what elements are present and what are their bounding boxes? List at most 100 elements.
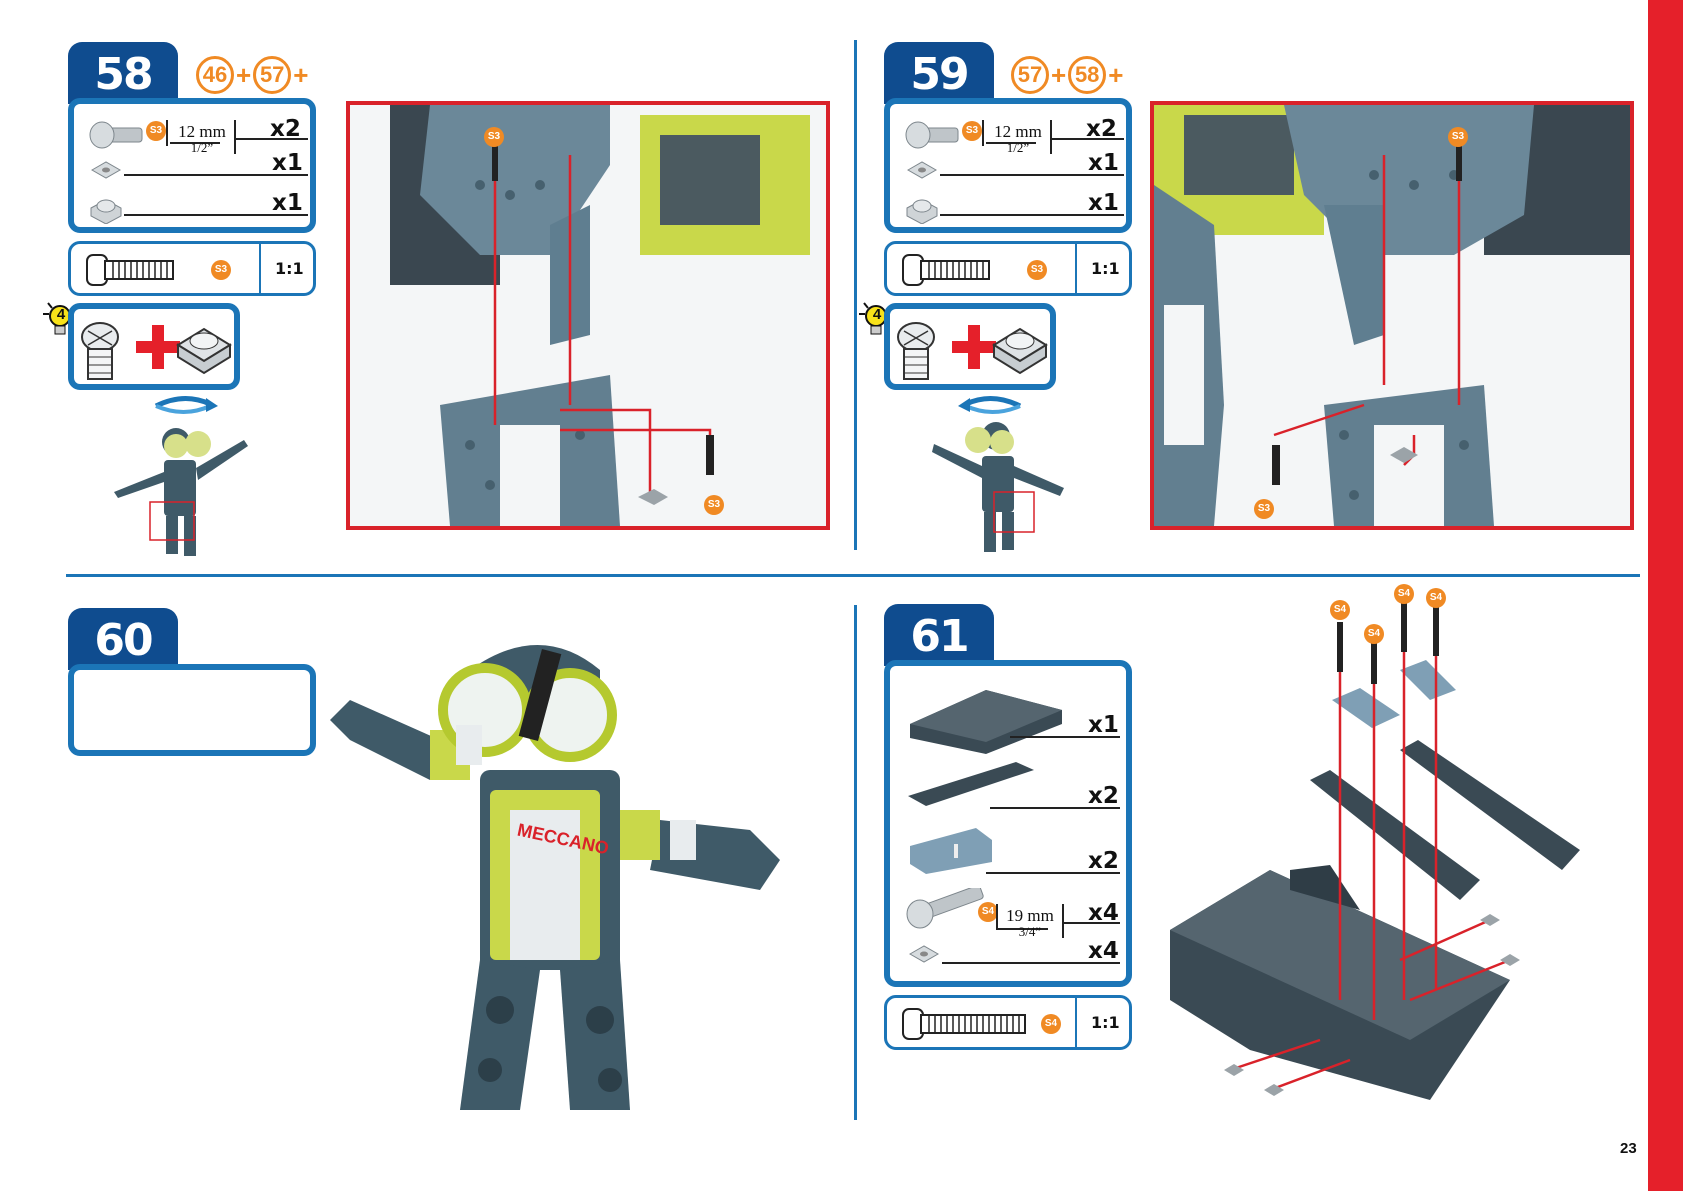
quantity: x2 (1088, 848, 1119, 874)
base-plate-icon (906, 684, 1066, 756)
robot-thumbnail-icon (928, 414, 1076, 564)
quantity: x2 (270, 116, 301, 142)
tick (234, 120, 236, 154)
tick (996, 904, 998, 930)
step-number-58: 58 (68, 42, 178, 104)
plus-sign: + (293, 60, 308, 91)
quantity: x2 (1088, 783, 1119, 809)
screw-plus-nut-icon (894, 315, 1054, 385)
scale-guide-box: S3 1:1 (68, 241, 316, 296)
scale-guide-box: S4 1:1 (884, 995, 1132, 1050)
quantity: x1 (272, 190, 303, 216)
assembly-diagram: S3 S3 (1150, 101, 1634, 530)
screw-inch: 3/4” (1000, 924, 1060, 940)
part-code-badge: S4 (978, 902, 998, 922)
plus-sign: + (236, 60, 251, 91)
part-code-badge: S3 (211, 260, 231, 280)
quantity: x4 (1088, 900, 1119, 926)
callout-badge: S3 (484, 127, 504, 147)
screw-length: 12 mm (994, 122, 1042, 141)
robot-thumbnail-icon (104, 420, 252, 570)
part-code-badge: S3 (962, 121, 982, 141)
scale-ratio: 1:1 (1091, 1013, 1120, 1032)
screw-size: 12 mm 1/2” (988, 124, 1048, 156)
square-nut-icon (88, 160, 124, 182)
prereq-step: 46 (196, 56, 234, 94)
tip-number: 4 (54, 306, 68, 323)
exploded-base-illustration (1160, 580, 1600, 1120)
quantity: x1 (272, 150, 303, 176)
callout-badge: S4 (1426, 588, 1446, 608)
tip-box (884, 303, 1056, 390)
separator (1075, 998, 1077, 1047)
vertical-divider-top (854, 40, 857, 550)
screw-size: 12 mm 1/2” (172, 124, 232, 156)
screw-length: 19 mm (1006, 906, 1054, 925)
rotate-clockwise-icon (150, 394, 220, 416)
quantity: x1 (1088, 712, 1119, 738)
flat-strip-icon (906, 760, 1036, 810)
screw-scale-icon (85, 252, 177, 288)
screw-scale-icon (901, 1006, 1029, 1042)
scale-guide-box: S3 1:1 (884, 241, 1132, 296)
tip-number: 4 (870, 306, 884, 323)
assembly-diagram: S3 S3 (346, 101, 830, 530)
tick (166, 120, 168, 146)
plus-sign: + (1108, 60, 1123, 91)
tick (1050, 120, 1052, 154)
prereq-step: 57 (1011, 56, 1049, 94)
callout-badge: S3 (704, 495, 724, 515)
step-number-61: 61 (884, 604, 994, 666)
quantity: x4 (1088, 938, 1119, 964)
prereq-step: 58 (1068, 56, 1106, 94)
horizontal-divider (66, 574, 1640, 577)
bracket-icon (906, 826, 1006, 876)
lock-nut-icon (88, 194, 124, 224)
tip-box (68, 303, 240, 390)
separator (1075, 244, 1077, 293)
callout-badge: S3 (1254, 499, 1274, 519)
part-code-badge: S4 (1041, 1014, 1061, 1034)
parts-list-box: S3 12 mm 1/2” x2 x1 x1 (68, 98, 316, 233)
plus-sign: + (1051, 60, 1066, 91)
completed-robot-illustration: MECCANO (330, 630, 830, 1120)
scale-ratio: 1:1 (1091, 259, 1120, 278)
rotate-counterclockwise-icon (956, 394, 1026, 416)
callout-badge: S4 (1330, 600, 1350, 620)
vertical-divider-bottom (854, 605, 857, 1120)
assembly-illustration (350, 105, 826, 526)
prerequisite-steps: 46 + 57 + (196, 56, 308, 94)
step-number-60: 60 (68, 608, 178, 670)
assembly-illustration (1154, 105, 1630, 526)
page-number: 23 (1620, 1140, 1637, 1157)
screw-inch: 1/2” (172, 140, 232, 156)
quantity: x1 (1088, 150, 1119, 176)
callout-badge: S4 (1364, 624, 1384, 644)
square-nut-icon (906, 944, 942, 966)
screw-icon (88, 120, 148, 150)
part-code-badge: S3 (146, 121, 166, 141)
screw-size: 19 mm 3/4” (1000, 908, 1060, 940)
prerequisite-steps: 57 + 58 + (1011, 56, 1123, 94)
assembly-diagram: S4 S4 S4 S4 (1160, 580, 1600, 1120)
callout-badge: S4 (1394, 584, 1414, 604)
part-code-badge: S3 (1027, 260, 1047, 280)
tick (982, 120, 984, 146)
step-number-59: 59 (884, 42, 994, 104)
screw-plus-nut-icon (78, 315, 238, 385)
callout-badge: S3 (1448, 127, 1468, 147)
page-edge-red-bar (1648, 0, 1683, 1191)
screw-scale-icon (901, 252, 993, 288)
quantity: x1 (1088, 190, 1119, 216)
empty-parts-box (68, 664, 316, 756)
separator (259, 244, 261, 293)
scale-ratio: 1:1 (275, 259, 304, 278)
lock-nut-icon (904, 194, 940, 224)
parts-list-box: S3 12 mm 1/2” x2 x1 x1 (884, 98, 1132, 233)
prereq-step: 57 (253, 56, 291, 94)
quantity: x2 (1086, 116, 1117, 142)
screw-inch: 1/2” (988, 140, 1048, 156)
tick (1062, 904, 1064, 938)
screw-icon (904, 120, 964, 150)
parts-list-box: x1 x2 x2 S4 19 mm 3/4” x4 x4 (884, 660, 1132, 987)
